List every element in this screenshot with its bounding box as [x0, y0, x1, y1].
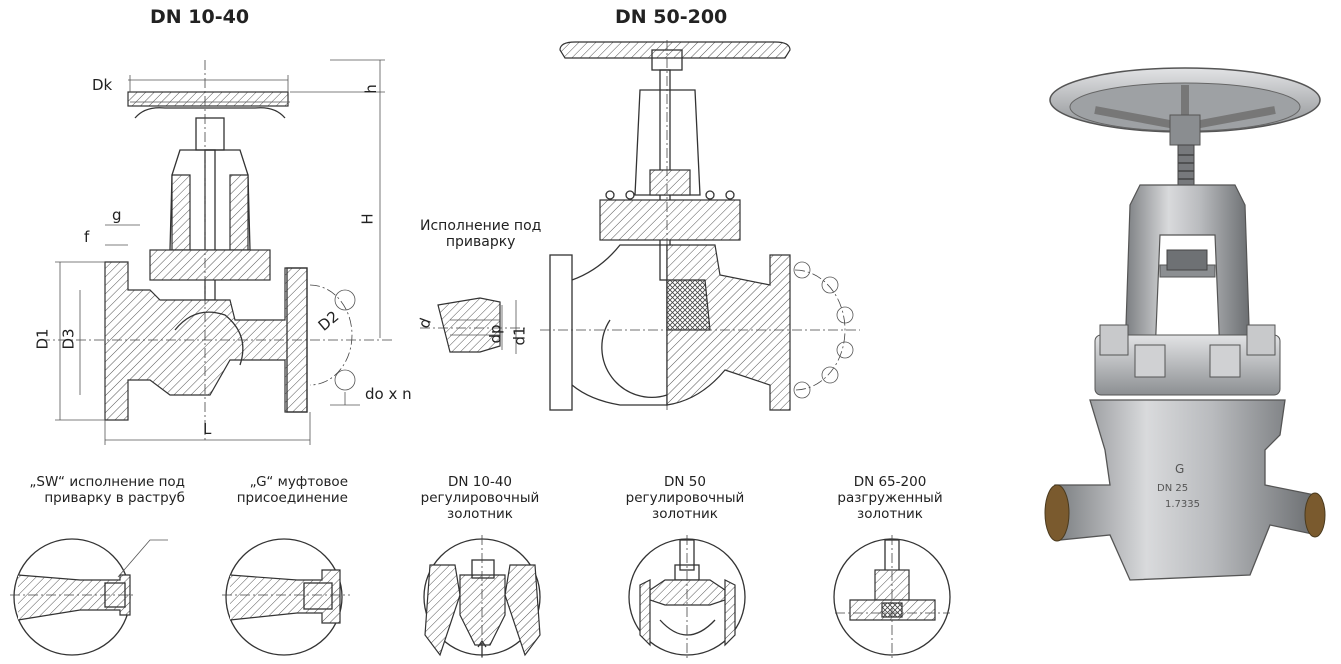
valve-drawing-dn-50-200	[540, 40, 860, 411]
detail-g-line-1: „G“ муфтовое	[249, 474, 348, 490]
label-H: H	[358, 213, 377, 225]
detail-dn65-line-3: золотник	[857, 506, 923, 522]
label-L: L	[203, 420, 212, 438]
flange-left-mid	[549, 254, 573, 411]
detail-caption-dn-65-200: DN 65-200 разгруженный золотник	[825, 474, 955, 522]
label-do-x-n: do x n	[365, 385, 412, 403]
detail-caption-g: „G“ муфтовое присоединение	[218, 474, 348, 506]
detail-dn65-line-1: DN 65-200	[853, 474, 927, 490]
detail-dn65-200-balanced-plug	[833, 535, 951, 660]
detail-dn10-line-3: золотник	[447, 506, 513, 522]
label-D1: D1	[33, 328, 52, 350]
weld-note-line-1: Исполнение под	[420, 218, 542, 234]
photo-body	[1054, 399, 1318, 581]
plug-mid	[666, 279, 711, 331]
valve-drawing-dn-10-40	[40, 59, 395, 445]
stem-nut	[195, 117, 225, 151]
detail-dn10-line-2: регулировочный	[420, 490, 540, 506]
photo-marking-logo: G	[1175, 462, 1184, 476]
detail-dn50-plug	[628, 535, 746, 660]
detail-g-line-2: присоединение	[236, 490, 348, 506]
heading-dn-50-200: DN 50-200	[615, 6, 728, 28]
detail-sw-line-1: „SW“ исполнение под	[29, 474, 185, 490]
label-D3: D3	[59, 328, 78, 350]
label-dp: dp	[486, 324, 505, 344]
seat-channel	[174, 311, 244, 366]
label-d1: d1	[510, 326, 529, 346]
detail-sw-line-2: приварку в раструб	[44, 490, 185, 506]
detail-sw-socket-weld	[10, 538, 168, 656]
handwheel-spokes	[134, 107, 286, 119]
label-g: g	[112, 206, 122, 224]
bonnet-flange	[149, 249, 271, 281]
yoke-mid	[634, 89, 701, 196]
weld-end-detail	[420, 297, 525, 354]
label-f: f	[84, 228, 90, 246]
label-dk: Dk	[92, 76, 113, 94]
bonnet-mid	[599, 199, 741, 241]
detail-dn50-line-2: регулировочный	[625, 490, 745, 506]
weld-end-note: Исполнение под приварку	[420, 218, 541, 250]
label-h: h	[361, 84, 380, 94]
detail-caption-sw: „SW“ исполнение под приварку в раструб	[0, 474, 185, 506]
handwheel-rim	[127, 91, 289, 107]
detail-dn50-line-1: DN 50	[664, 474, 706, 490]
weld-note-line-2: приварку	[445, 234, 516, 250]
detail-g-threaded	[222, 538, 350, 656]
detail-caption-dn-50: DN 50 регулировочный золотник	[620, 474, 750, 522]
detail-dn65-line-2: разгруженный	[837, 490, 943, 506]
bolt-holes-mid	[793, 261, 854, 399]
bolt-hole-top	[334, 289, 356, 311]
detail-caption-dn-10-40: DN 10-40 регулировочный золотник	[415, 474, 545, 522]
plug-dn10-40	[459, 574, 506, 646]
plug-dn50	[649, 579, 726, 606]
detail-dn50-line-3: золотник	[652, 506, 718, 522]
photo-marking-dn: DN 25	[1157, 483, 1188, 494]
bolt-hole-bottom	[334, 369, 356, 391]
heading-dn-10-40: DN 10-40	[150, 6, 250, 28]
valve-photo: G DN 25 1.7335	[1044, 67, 1326, 581]
photo-marking-material: 1.7335	[1165, 499, 1200, 510]
detail-dn10-40-plug	[423, 535, 541, 660]
valve-body	[104, 261, 308, 421]
detail-dn10-line-1: DN 10-40	[447, 474, 512, 490]
